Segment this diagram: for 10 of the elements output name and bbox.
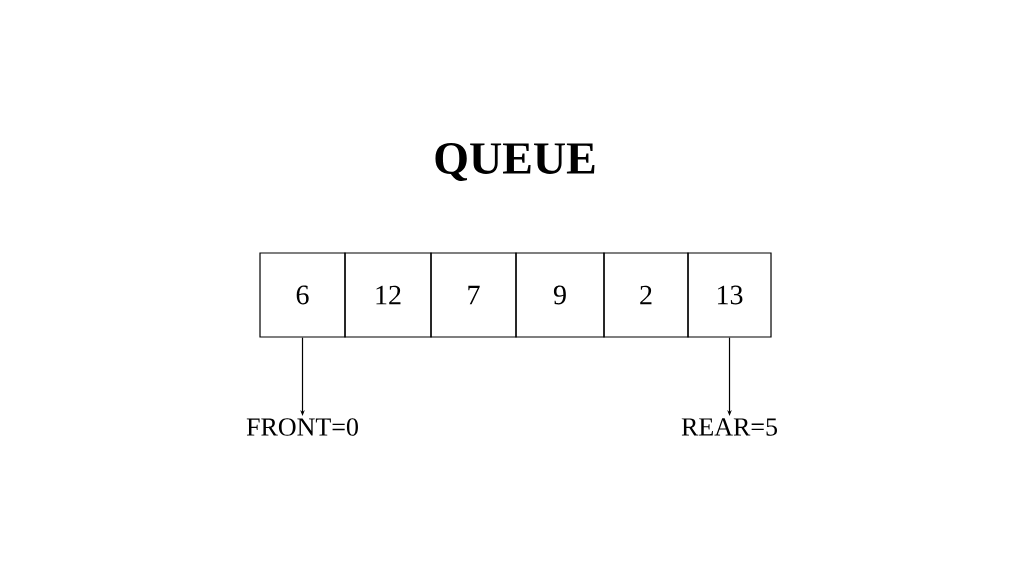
array-cell: 9 bbox=[515, 252, 605, 338]
title: QUEUE bbox=[435, 143, 595, 181]
array-cell: 7 bbox=[430, 252, 517, 338]
pointer-label: FRONT=0 bbox=[246, 418, 358, 436]
array-cell: 12 bbox=[344, 252, 432, 338]
pointer-label: REAR=5 bbox=[681, 418, 777, 436]
array-cell: 13 bbox=[687, 252, 772, 338]
array-cell: 2 bbox=[603, 252, 689, 338]
array-cell: 6 bbox=[259, 252, 346, 338]
arrow bbox=[300, 337, 305, 416]
